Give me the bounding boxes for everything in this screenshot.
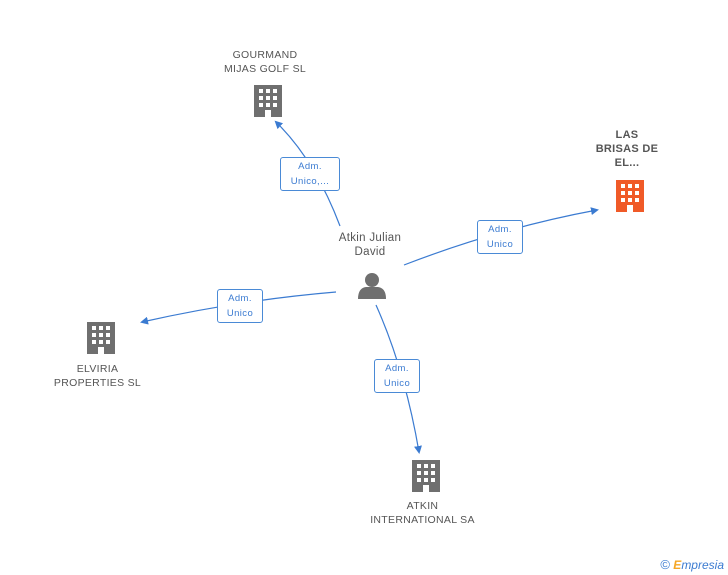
person-icon[interactable]: [358, 273, 386, 299]
edge-label-atkin[interactable]: Adm. Unico: [374, 359, 420, 393]
copyright-icon: ©: [660, 557, 670, 572]
company-label-gourmand[interactable]: GOURMAND MIJAS GOLF SL: [223, 49, 307, 75]
company-label-elviria[interactable]: ELVIRIA PROPERTIES SL: [53, 363, 142, 389]
building-icon[interactable]: [254, 85, 282, 117]
edge-label-las-brisas[interactable]: Adm. Unico: [477, 220, 523, 254]
building-icon[interactable]: [412, 460, 440, 492]
person-label[interactable]: Atkin Julian David: [338, 232, 402, 258]
edge-label-elviria[interactable]: Adm. Unico: [217, 289, 263, 323]
company-label-atkin[interactable]: ATKIN INTERNATIONAL SA: [370, 500, 475, 526]
edge-label-gourmand[interactable]: Adm. Unico,...: [280, 157, 340, 191]
brand-logo: © Empresia: [660, 557, 724, 572]
building-icon[interactable]: [616, 180, 644, 212]
building-icon[interactable]: [87, 322, 115, 354]
company-label-las-brisas[interactable]: LAS BRISAS DE EL...: [595, 129, 659, 169]
